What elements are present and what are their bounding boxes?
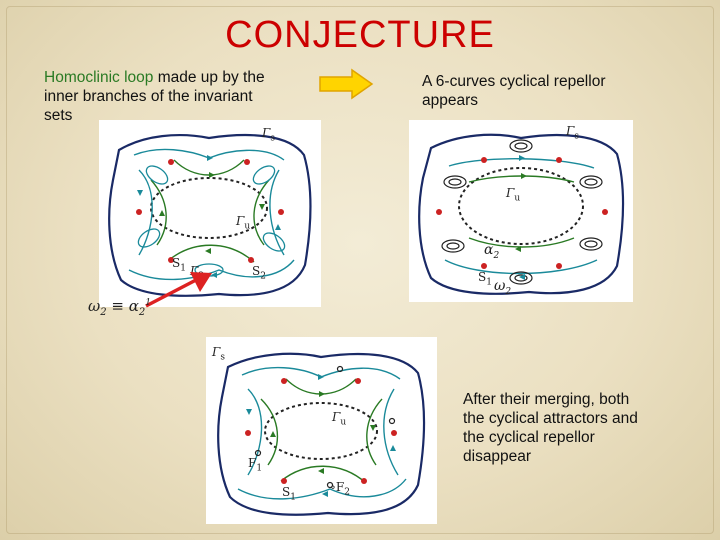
caption-repellor: A 6-curves cyclical repellor appears [422,73,606,109]
phase-portrait-2-drawing [418,133,625,295]
omega-alpha-formula: ω2 ≡ α21 [88,297,151,318]
phase-portrait-3-drawing [217,352,426,516]
s1-label-2: S1 [478,270,492,288]
pointer-arrow-icon [140,268,220,310]
gamma-u-label-3: Γu [332,410,347,428]
phase-portrait-1-drawing [108,133,312,297]
phase-portrait-merged [206,337,437,524]
s1-label-3: S1 [282,485,296,503]
right-arrow-icon [318,68,374,100]
slide-frame [6,6,714,534]
gamma-u-label-2: Γu [506,186,521,204]
s1-label-1: S1 [172,256,186,274]
s2-label-1: S2 [252,264,266,282]
f1-label-3: F1 [248,456,263,474]
caption-highlight: Homoclinic loop [44,69,154,86]
phase-portrait-repellor [409,120,633,302]
slide-title: CONJECTURE [225,14,495,56]
gamma-s-label-3: Γs [212,345,225,363]
alpha-label-2: α2 [484,242,500,261]
omega-label-2: ω2 [494,278,512,297]
caption-left-text: made up by the inner branches of the inv… [44,69,265,124]
gamma-u-label-1: Γu [236,214,251,232]
gamma-s-label-1: Γs [262,126,275,144]
caption-merging: After their merging, both the cyclical a… [463,391,638,465]
phase-portrait-homoclinic [99,120,321,307]
f2-label-3: ∘F2 [330,480,350,498]
gamma-s-label-2: Γs [566,124,579,142]
caption-homoclinic-loop: Homoclinic loop made up by the inner bra… [44,68,284,125]
